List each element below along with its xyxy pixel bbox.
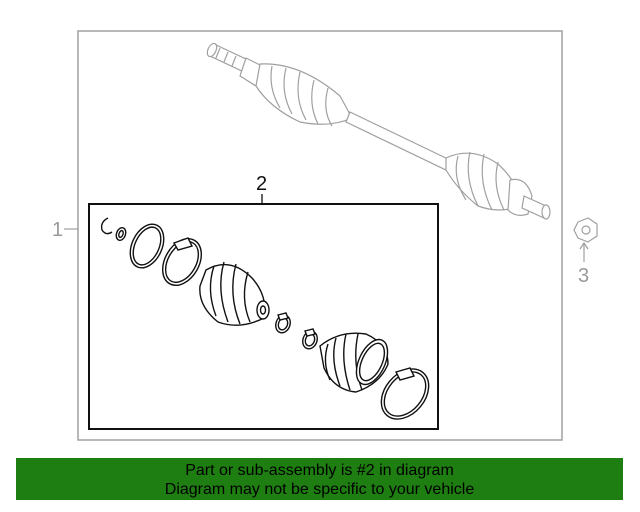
- banner-line-1: Part or sub-assembly is #2 in diagram: [185, 462, 454, 479]
- callout-2-label[interactable]: 2: [256, 173, 267, 195]
- callout-1-label[interactable]: 1: [52, 219, 63, 241]
- boot-kit-illustration: [100, 217, 430, 420]
- callout-3-label[interactable]: 3: [578, 265, 589, 287]
- drive-shaft-illustration: [206, 42, 551, 220]
- info-banner: Part or sub-assembly is #2 in diagram Di…: [16, 458, 623, 500]
- parts-diagram: 1 3 2: [52, 30, 598, 441]
- banner-line-2: Diagram may not be specific to your vehi…: [164, 481, 475, 498]
- assembly-frame: [77, 30, 563, 441]
- nut-illustration: [573, 217, 598, 243]
- sub-assembly-frame: [88, 203, 439, 430]
